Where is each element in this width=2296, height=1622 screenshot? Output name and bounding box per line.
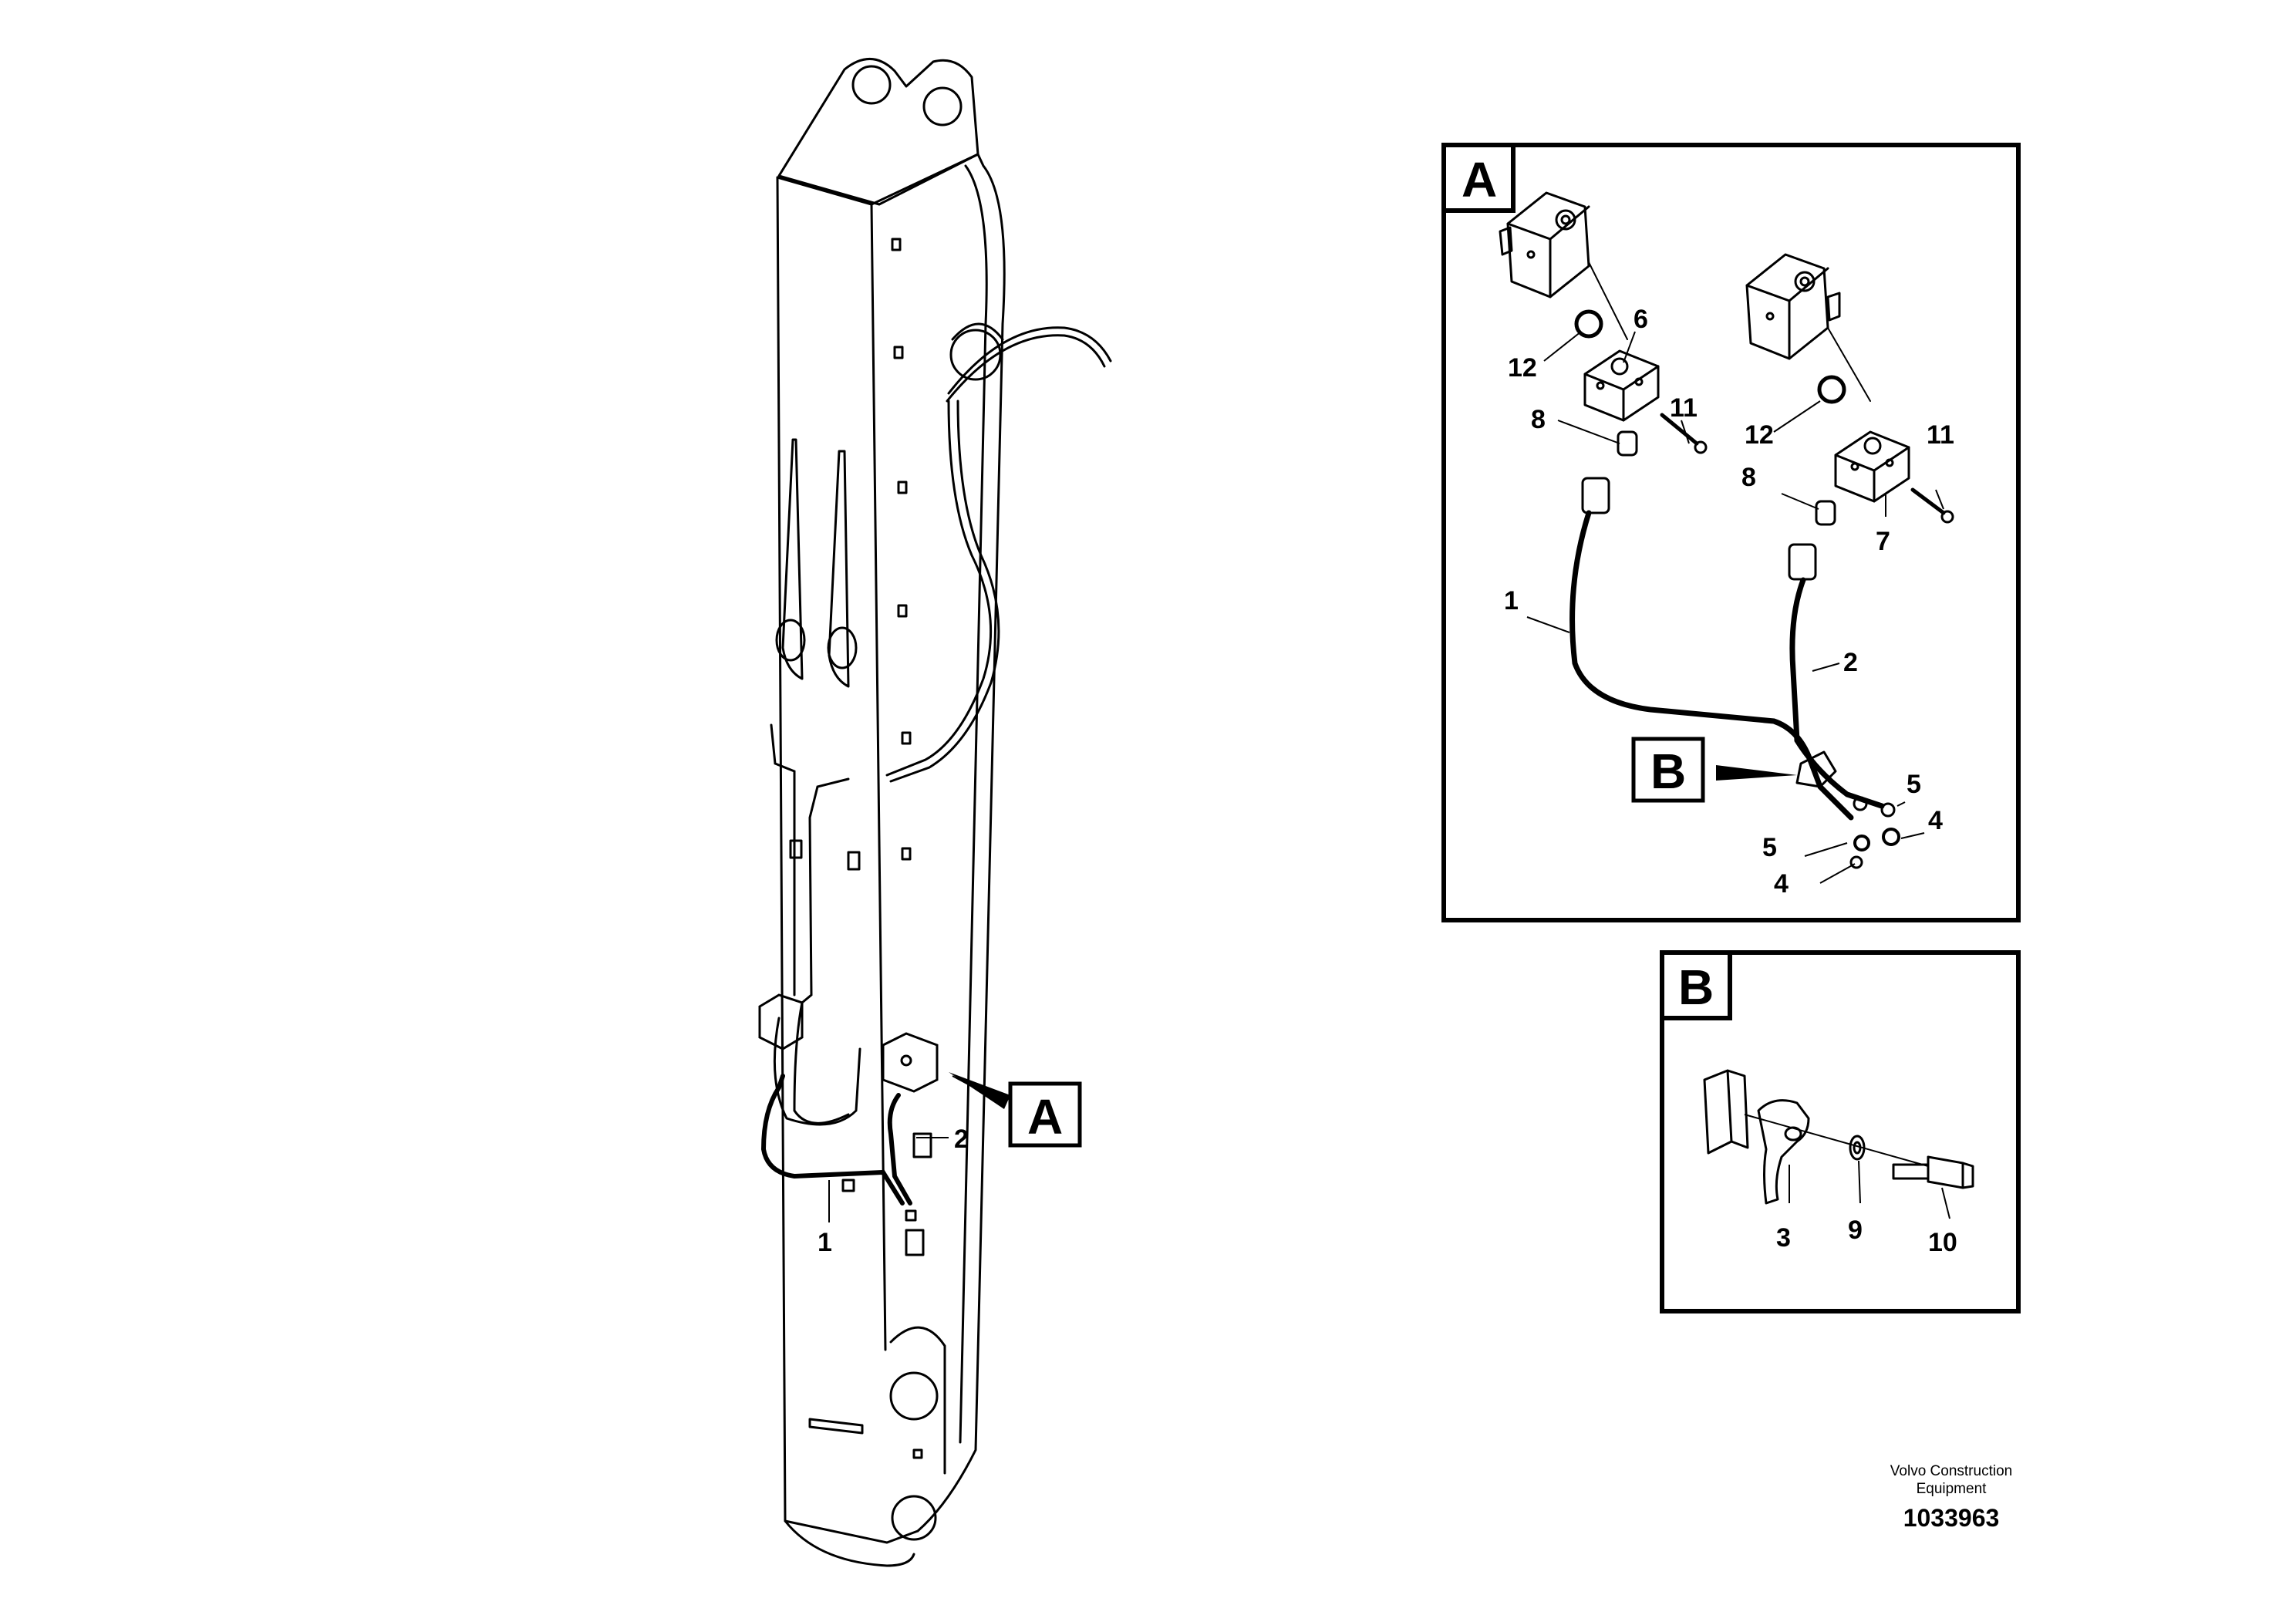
detail-a-frame bbox=[1441, 143, 2021, 922]
detail-b-callout-9: 9 bbox=[1848, 1216, 1863, 1245]
detail-a-callout-8-right: 8 bbox=[1741, 463, 1756, 492]
main-valve-blocks bbox=[758, 993, 939, 1093]
detail-a-callout-11-right: 11 bbox=[1927, 420, 1954, 450]
detail-b-pointer bbox=[1716, 765, 1797, 781]
detail-a-callout-7: 7 bbox=[1876, 527, 1890, 556]
main-callout-hose-2: 2 bbox=[954, 1125, 969, 1154]
detail-b-parts-drawing bbox=[1703, 1069, 1974, 1205]
detail-a-reference-box[interactable] bbox=[1008, 1081, 1082, 1148]
drawing-footer: Volvo Construction Equipment 1033963 bbox=[1836, 1462, 2067, 1533]
detail-a-hoses bbox=[1569, 510, 1885, 821]
long-hose-drawing bbox=[770, 326, 1112, 1126]
detail-a-callout-8-left: 8 bbox=[1531, 405, 1546, 434]
main-callout-hose-1: 1 bbox=[818, 1228, 832, 1257]
detail-b-reference-label: B bbox=[1650, 744, 1686, 799]
detail-a-callout-2: 2 bbox=[1843, 648, 1858, 677]
brand-line-2: Equipment bbox=[1916, 1481, 1987, 1497]
detail-b-reference-box[interactable] bbox=[1631, 737, 1705, 803]
brand-line-1: Volvo Construction bbox=[1890, 1463, 2013, 1479]
detail-a-callout-5-right: 5 bbox=[1907, 770, 1921, 799]
detail-a-callout-1: 1 bbox=[1504, 586, 1519, 615]
detail-a-reference-label: A bbox=[1027, 1089, 1063, 1145]
detail-b-label: B bbox=[1678, 959, 1714, 1015]
detail-b-leader-lines bbox=[1789, 1160, 1950, 1219]
detail-a-callout-12-left: 12 bbox=[1508, 353, 1537, 383]
boom-arm-drawing bbox=[775, 58, 1006, 1567]
detail-a-callout-11-left: 11 bbox=[1670, 393, 1698, 423]
main-leader-lines bbox=[828, 1075, 1003, 1222]
drawing-number: 1033963 bbox=[1903, 1504, 2000, 1532]
detail-a-callout-4-left: 4 bbox=[1774, 869, 1789, 899]
main-hoses-drawing bbox=[760, 1074, 912, 1206]
detail-b-callout-10: 10 bbox=[1928, 1228, 1957, 1257]
detail-a-leader-lines bbox=[1526, 331, 1944, 884]
detail-a-callout-5-left: 5 bbox=[1762, 833, 1777, 862]
detail-b-frame bbox=[1660, 950, 2021, 1313]
detail-a-callout-12-right: 12 bbox=[1745, 420, 1774, 450]
detail-b-label-box bbox=[1660, 950, 1732, 1020]
detail-a-pointer bbox=[949, 1072, 1010, 1109]
detail-b-callout-3: 3 bbox=[1776, 1223, 1791, 1253]
detail-a-label: A bbox=[1462, 152, 1497, 207]
detail-a-label-box bbox=[1441, 143, 1515, 213]
detail-a-callout-6: 6 bbox=[1633, 305, 1648, 334]
detail-a-callout-4-right: 4 bbox=[1928, 806, 1943, 835]
